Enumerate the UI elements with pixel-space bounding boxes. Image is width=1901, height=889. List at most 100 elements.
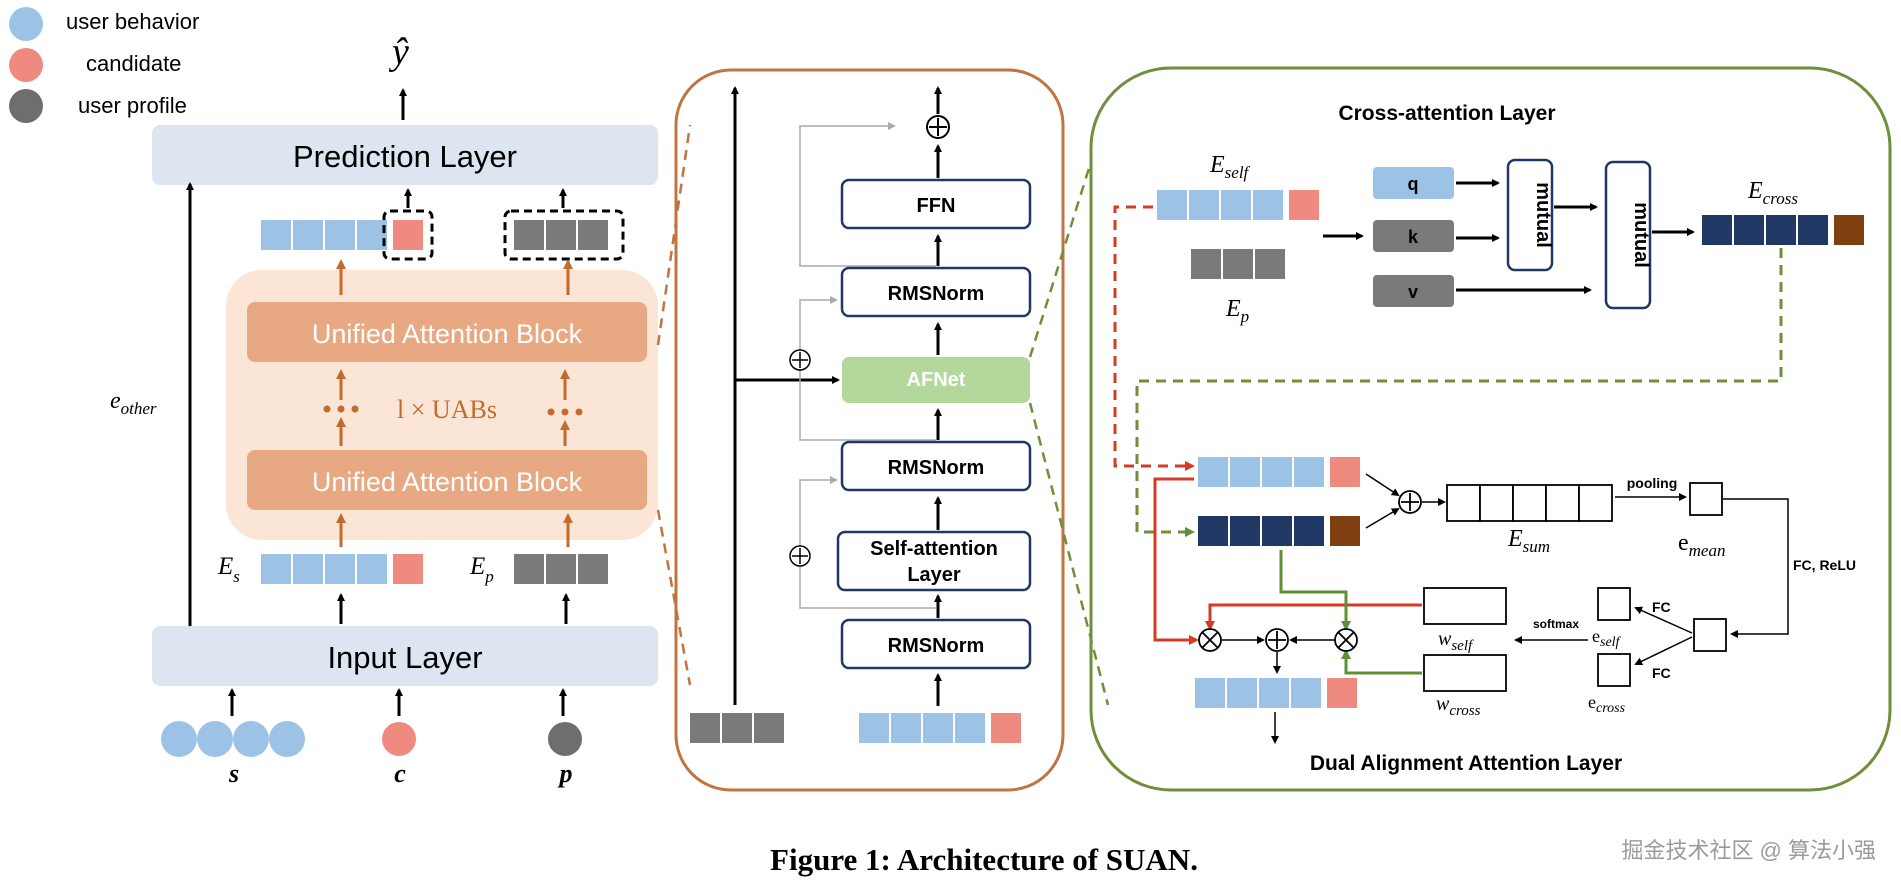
e-self-skip-path bbox=[1113, 205, 1195, 471]
es-token-row bbox=[259, 552, 425, 586]
prediction-layer bbox=[152, 125, 658, 185]
input-p-label: p bbox=[558, 759, 573, 788]
candidate-output-highlight bbox=[382, 209, 434, 261]
q-box bbox=[1373, 167, 1454, 199]
rmsnorm-bottom bbox=[840, 618, 1032, 670]
zoom-connector-bottom bbox=[656, 509, 692, 686]
e-cross-skip-path bbox=[1135, 248, 1783, 537]
zoom-connector-right-top bbox=[1028, 164, 1092, 358]
uab-top bbox=[247, 302, 647, 362]
e-mean-box bbox=[1689, 482, 1723, 516]
e-self-label: Eself bbox=[1209, 152, 1251, 182]
middle-panel-border bbox=[674, 68, 1065, 792]
q-label: q bbox=[1408, 174, 1419, 194]
mutual-block-2-label: mutual bbox=[1630, 202, 1652, 268]
figure-caption: Figure 1: Architecture of SUAN. bbox=[770, 842, 1198, 877]
dual-self-tokens bbox=[1196, 455, 1362, 489]
rmsnorm-top-label: RMSNorm bbox=[888, 283, 985, 305]
fc-node-box bbox=[1693, 618, 1727, 652]
middle-profile-tokens bbox=[688, 711, 786, 745]
k-box bbox=[1373, 220, 1454, 252]
legend-behavior-dot bbox=[9, 7, 43, 41]
behavior-input-circles bbox=[161, 721, 305, 757]
self-attention-label-line1: Self-attention bbox=[870, 538, 998, 560]
ep-label: Ep bbox=[469, 553, 494, 586]
e-self-tokens bbox=[1155, 188, 1321, 222]
e-sum-label: Esum bbox=[1507, 526, 1550, 556]
middle-panel: RMSNorm Self-attention Layer RMSNorm AFN… bbox=[674, 68, 1065, 792]
left-panel: ŷ Prediction Layer Unified Attention Blo… bbox=[110, 31, 658, 788]
dual-cross-tokens bbox=[1196, 514, 1362, 548]
v-label: v bbox=[1408, 282, 1418, 302]
e-sum-tokens bbox=[1446, 484, 1613, 522]
profile-input-circle bbox=[548, 722, 582, 756]
e-mean-label: emean bbox=[1678, 530, 1725, 560]
v-box bbox=[1373, 275, 1454, 307]
fc-label-2: FC bbox=[1652, 665, 1671, 681]
fc-label-1: FC bbox=[1652, 599, 1671, 615]
e-cross-tokens bbox=[1700, 213, 1866, 247]
rmsnorm-top bbox=[840, 266, 1032, 318]
uab-bottom-label: Unified Attention Block bbox=[312, 467, 583, 497]
self-attention-layer bbox=[836, 530, 1032, 592]
k-label: k bbox=[1408, 227, 1419, 247]
e-cross-small-label: ecross bbox=[1588, 692, 1626, 716]
legend-candidate-label: candidate bbox=[86, 51, 181, 76]
rmsnorm-bottom-label: RMSNorm bbox=[888, 635, 985, 657]
output-y-hat: ŷ bbox=[388, 31, 409, 73]
uab-repeat-indicator-left bbox=[323, 369, 359, 446]
input-s-label: s bbox=[228, 759, 239, 788]
ep-token-row bbox=[512, 552, 610, 586]
self-attention-label-line2: Layer bbox=[907, 564, 961, 586]
e-cross-small-box bbox=[1597, 653, 1631, 687]
uab-bottom bbox=[247, 450, 647, 510]
input-layer-label: Input Layer bbox=[327, 640, 482, 675]
mutual-block-1 bbox=[1506, 158, 1554, 272]
right-panel-border bbox=[1089, 66, 1892, 792]
zoom-connector-top bbox=[656, 124, 692, 346]
legend-behavior-label: user behavior bbox=[66, 9, 199, 34]
e-other-label: eother bbox=[110, 388, 157, 418]
fc-relu-label: FC, ReLU bbox=[1793, 557, 1856, 573]
cross-attention-title: Cross-attention Layer bbox=[1338, 102, 1555, 125]
right-panel: Cross-attention Layer Eself Ep q k v mut… bbox=[1089, 66, 1892, 792]
prediction-layer-label: Prediction Layer bbox=[293, 139, 517, 174]
w-cross-label: wcross bbox=[1436, 693, 1481, 719]
e-self-small-box bbox=[1597, 587, 1631, 621]
afnet-label: AFNet bbox=[907, 369, 966, 391]
e-self-small-label: eself bbox=[1592, 626, 1622, 650]
softmax-label: softmax bbox=[1533, 617, 1579, 631]
output-profile-row bbox=[503, 209, 625, 261]
legend-candidate-dot bbox=[9, 48, 43, 82]
uab-repeat-label: l × UABs bbox=[397, 395, 497, 424]
ffn-label: FFN bbox=[917, 195, 956, 217]
watermark: 掘金技术社区 @ 算法小强 bbox=[1621, 838, 1876, 863]
dual-output-tokens bbox=[1193, 676, 1359, 710]
rmsnorm-middle bbox=[840, 440, 1032, 492]
es-label: Es bbox=[217, 553, 240, 586]
ffn-block bbox=[840, 178, 1032, 230]
w-cross-box bbox=[1423, 654, 1507, 692]
legend-profile-dot bbox=[9, 89, 43, 123]
e-cross-label: Ecross bbox=[1747, 178, 1798, 208]
output-behavior-row bbox=[259, 209, 434, 261]
middle-behavior-tokens bbox=[857, 711, 1023, 745]
candidate-input-circle bbox=[382, 722, 416, 756]
input-layer bbox=[152, 626, 658, 686]
uab-top-label: Unified Attention Block bbox=[312, 319, 583, 349]
w-self-box bbox=[1423, 587, 1507, 625]
legend-profile-label: user profile bbox=[78, 93, 187, 118]
rmsnorm-middle-label: RMSNorm bbox=[888, 457, 985, 479]
w-self-label: wself bbox=[1438, 628, 1474, 654]
legend: user behavior candidate user profile bbox=[9, 7, 199, 123]
e-p-label: Ep bbox=[1225, 296, 1249, 326]
input-c-label: c bbox=[394, 759, 406, 788]
mutual-block-1-label: mutual bbox=[1532, 182, 1554, 248]
mutual-block-2 bbox=[1604, 160, 1652, 310]
e-p-tokens bbox=[1189, 247, 1287, 281]
zoom-connector-right-bottom bbox=[1028, 402, 1110, 706]
pooling-label: pooling bbox=[1627, 475, 1678, 491]
dual-alignment-title: Dual Alignment Attention Layer bbox=[1310, 752, 1622, 775]
uab-repeat-indicator-right bbox=[547, 369, 583, 446]
